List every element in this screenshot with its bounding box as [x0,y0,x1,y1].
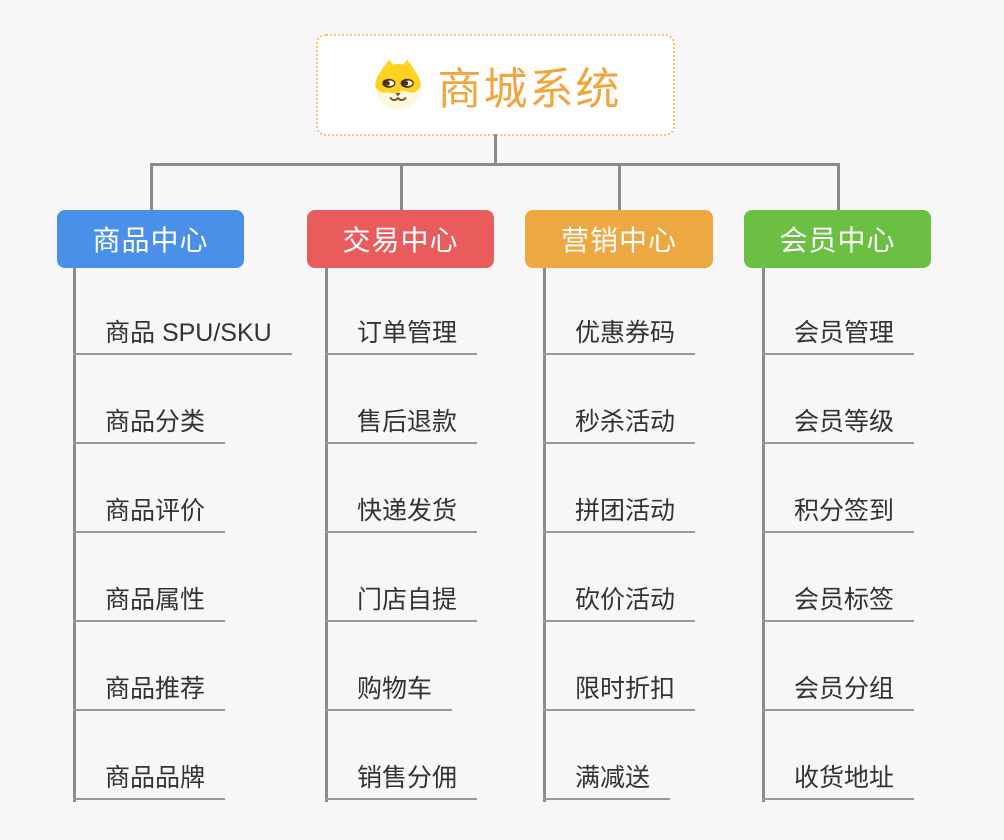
root-node-label: 商城系统 [437,65,622,114]
connector-trunk [543,268,546,802]
dog-face-icon [370,57,426,113]
child-item[interactable]: 订单管理 [325,313,478,355]
child-item[interactable]: 销售分佣 [325,758,478,800]
child-item[interactable]: 满减送 [543,758,671,800]
child-item[interactable]: 商品评价 [73,491,226,533]
branch-column-2: 交易中心订单管理售后退款快递发货门店自提购物车销售分佣 [307,210,567,810]
child-item[interactable]: 会员分组 [762,669,915,711]
branch-node[interactable]: 营销中心 [525,210,713,268]
child-item[interactable]: 积分签到 [762,491,915,533]
branch-node[interactable]: 交易中心 [307,210,494,268]
connector-trunk [325,268,328,802]
child-item[interactable]: 会员管理 [762,313,915,355]
branch-column-1: 商品中心商品 SPU/SKU 商品分类商品评价商品属性商品推荐商品品牌 [57,210,317,810]
child-item[interactable]: 秒杀活动 [543,402,696,444]
child-item[interactable]: 收货地址 [762,758,915,800]
branch-column-3: 营销中心优惠券码秒杀活动拼团活动砍价活动限时折扣满减送 [525,210,785,810]
connector-trunk [73,268,76,802]
child-item[interactable]: 商品品牌 [73,758,226,800]
child-item[interactable]: 商品 SPU/SKU [73,313,292,355]
connector-root-stub [494,134,497,165]
child-item[interactable]: 优惠券码 [543,313,696,355]
child-item[interactable]: 门店自提 [325,580,478,622]
child-item[interactable]: 限时折扣 [543,669,696,711]
connector-bus [150,163,840,166]
root-node-mall-system[interactable]: 商城系统 [316,34,675,136]
child-item[interactable]: 商品推荐 [73,669,226,711]
child-item[interactable]: 购物车 [325,669,453,711]
child-item[interactable]: 拼团活动 [543,491,696,533]
child-item[interactable]: 商品分类 [73,402,226,444]
child-item[interactable]: 会员等级 [762,402,915,444]
child-item[interactable]: 商品属性 [73,580,226,622]
branch-node[interactable]: 商品中心 [57,210,244,268]
child-item[interactable]: 会员标签 [762,580,915,622]
connector-drop-4 [837,165,840,210]
branch-node[interactable]: 会员中心 [744,210,931,268]
connector-trunk [762,268,765,802]
child-item[interactable]: 快递发货 [325,491,478,533]
child-item[interactable]: 售后退款 [325,402,478,444]
branch-column-4: 会员中心会员管理会员等级积分签到会员标签会员分组收货地址 [744,210,1004,810]
connector-drop-2 [400,165,403,210]
connector-drop-1 [150,165,153,210]
child-item[interactable]: 砍价活动 [543,580,696,622]
connector-drop-3 [618,165,621,210]
